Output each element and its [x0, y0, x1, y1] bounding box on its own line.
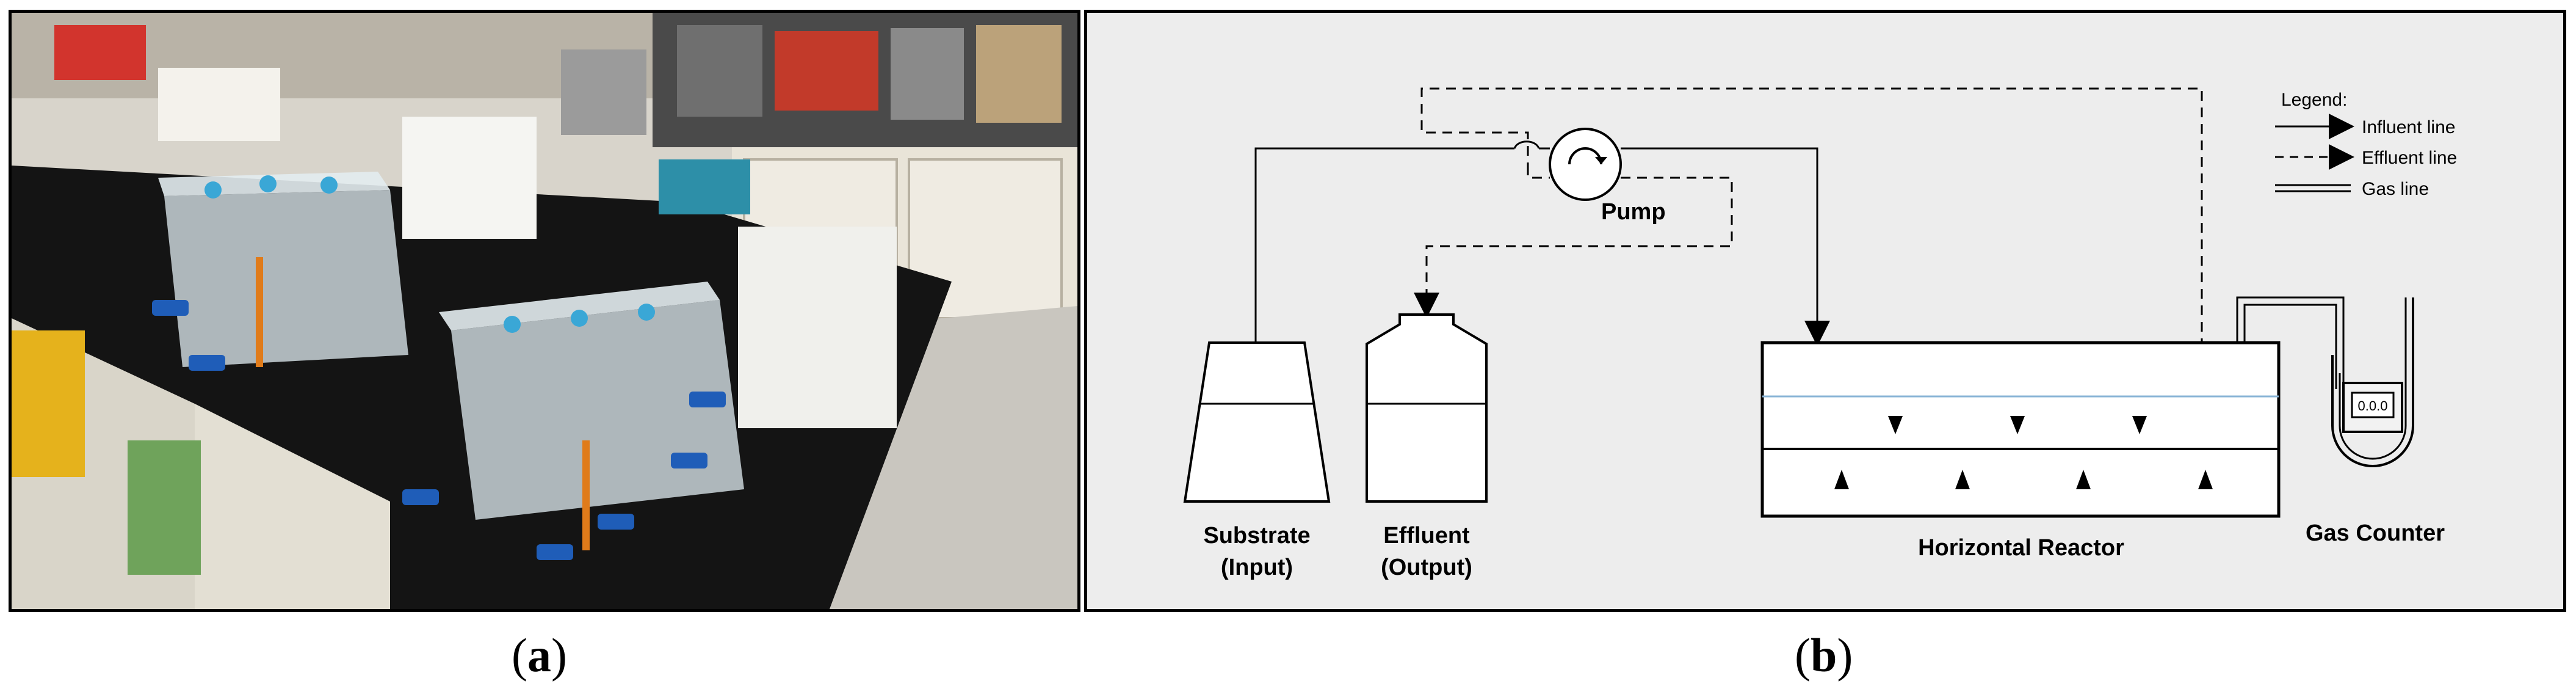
- substrate-label-2: (Input): [1221, 555, 1293, 580]
- effluent-line-return: [1420, 87, 2203, 464]
- reactor-schematic: Legend: Influent line Effluent line Gas …: [1183, 87, 2457, 580]
- baffles-top: [1888, 416, 2147, 434]
- effluent-label-1: Effluent: [1383, 523, 1470, 549]
- caption-b: (b): [1795, 629, 1853, 682]
- baffles-bottom: [1834, 470, 2213, 489]
- legend-effluent-label: Effluent line: [2362, 148, 2457, 168]
- lab-photo: [12, 13, 1077, 609]
- substrate-label-1: Substrate: [1203, 523, 1310, 549]
- legend-influent-label: Influent line: [2362, 117, 2455, 137]
- pump-label: Pump: [1601, 199, 1666, 225]
- legend-title: Legend:: [2281, 90, 2347, 110]
- influent-crossover: [1513, 140, 1540, 149]
- gas-line-outer: [2236, 296, 2345, 389]
- gas-line-inner: [2243, 304, 2337, 389]
- gas-counter-display: 0.0.0: [2358, 398, 2388, 414]
- gas-counter-label: Gas Counter: [2306, 520, 2445, 546]
- horizontal-reactor: [1760, 341, 2281, 518]
- effluent-label-2: (Output): [1381, 555, 1472, 580]
- effluent-line-to-output: [1414, 177, 1733, 318]
- schematic-panel: Legend: Influent line Effluent line Gas …: [1084, 10, 2566, 612]
- gas-counter-u-tube: [2331, 297, 2414, 467]
- reactor-label: Horizontal Reactor: [1918, 535, 2124, 561]
- effluent-container: [1366, 313, 1488, 503]
- legend: Legend: Influent line Effluent line Gas …: [2275, 90, 2457, 199]
- caption-a: (a): [512, 629, 567, 682]
- pump-icon: [1549, 128, 1622, 201]
- substrate-container: [1183, 341, 1331, 503]
- influent-line-to-reactor: [1621, 147, 1830, 346]
- legend-gas-label: Gas line: [2362, 179, 2429, 199]
- photo-panel: [9, 10, 1080, 612]
